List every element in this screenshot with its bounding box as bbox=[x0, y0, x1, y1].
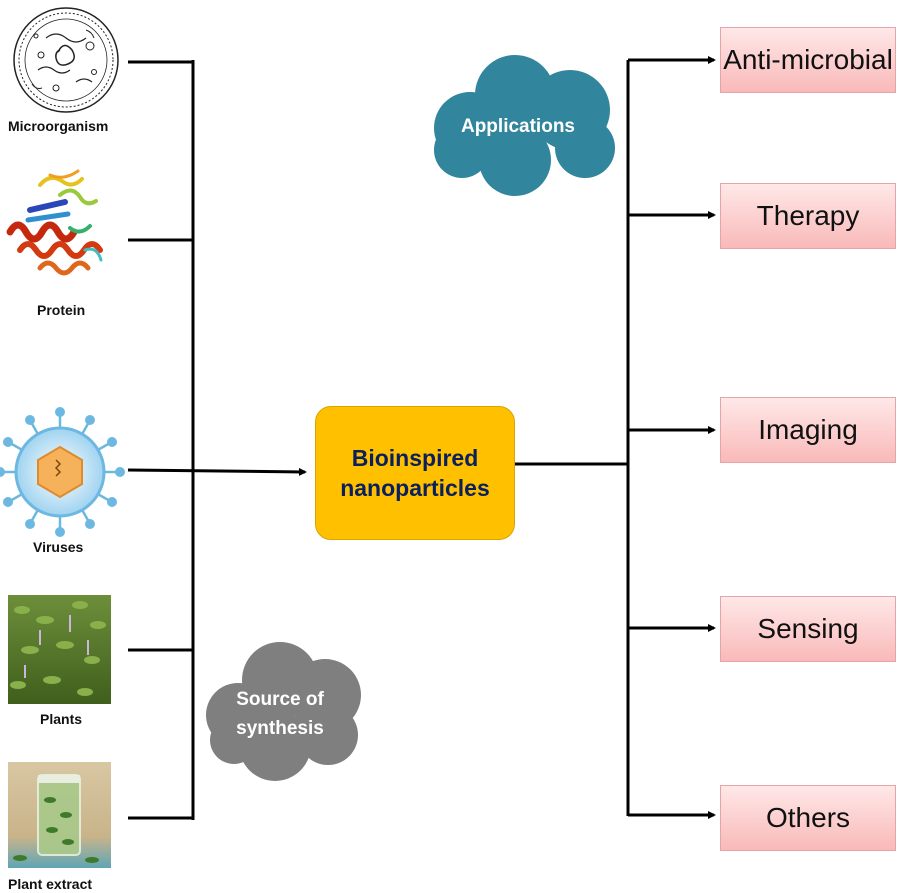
plant-extract-jar-photo bbox=[8, 762, 111, 868]
connector-viruses bbox=[127, 467, 307, 476]
source-label-protein: Protein bbox=[37, 302, 86, 318]
source-label-plants: Plants bbox=[40, 711, 83, 727]
plants-photo bbox=[8, 595, 111, 704]
application-label: Imaging bbox=[758, 414, 858, 445]
application-label: Sensing bbox=[757, 613, 859, 644]
microorganism-icon bbox=[13, 7, 119, 113]
application-box-others: Others bbox=[720, 785, 896, 851]
source-connectors bbox=[127, 60, 307, 820]
source-label-plant-extract: Plant extract bbox=[8, 876, 93, 892]
source-label-microorganism: Microorganism bbox=[8, 118, 109, 134]
application-label: Others bbox=[765, 802, 851, 833]
virus-icon bbox=[0, 407, 125, 537]
applications-cloud-label: Applications bbox=[460, 116, 575, 137]
application-box-imaging: Imaging bbox=[720, 397, 896, 463]
application-label: Therapy bbox=[756, 200, 860, 231]
application-box-anti-microbial: Anti-microbial bbox=[720, 27, 896, 93]
source-of-synthesis-cloud-label: Source of synthesis bbox=[236, 689, 324, 739]
bioinspired-nanoparticles-node: Bioinspired nanoparticles bbox=[315, 406, 515, 540]
application-box-sensing: Sensing bbox=[720, 596, 896, 662]
source-label-viruses: Viruses bbox=[33, 539, 84, 555]
center-node-label: Bioinspired nanoparticles bbox=[340, 445, 490, 501]
application-box-therapy: Therapy bbox=[720, 183, 896, 249]
protein-ribbon-icon bbox=[6, 169, 103, 276]
application-connectors bbox=[515, 56, 716, 819]
applications-cloud bbox=[434, 55, 615, 196]
source-of-synthesis-cloud bbox=[206, 642, 361, 781]
application-label: Anti-microbial bbox=[723, 44, 893, 75]
